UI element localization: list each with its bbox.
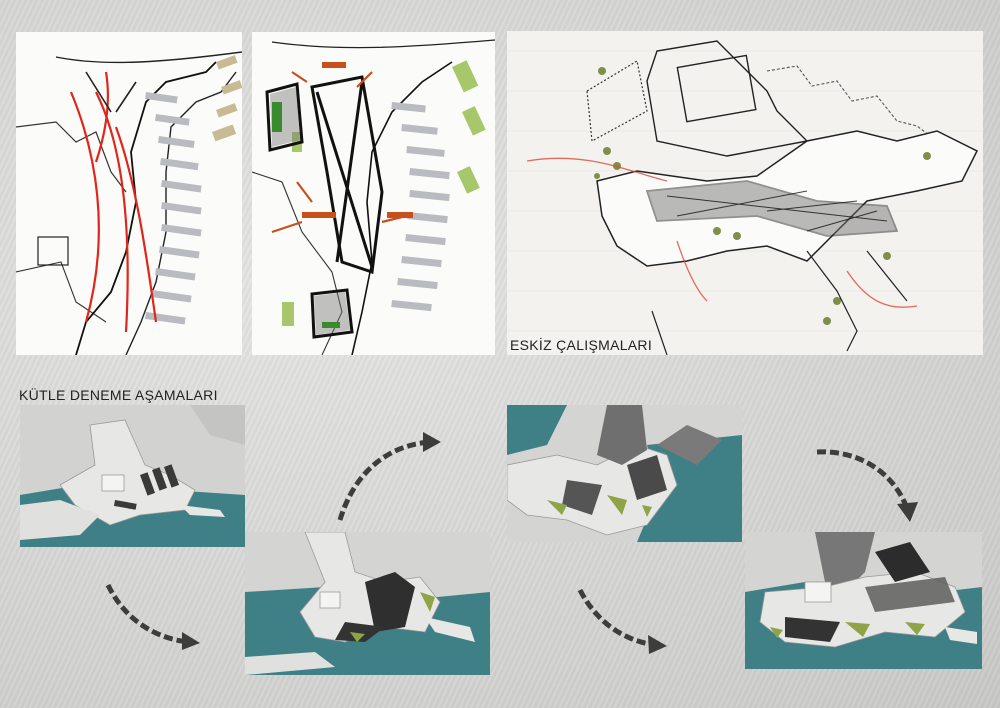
sketch-siteplan-drawing <box>507 31 983 355</box>
sketch-siteplan-panel <box>507 31 983 355</box>
curved-arrow-3 <box>816 449 918 522</box>
sketch-circulation-panel <box>16 32 242 355</box>
mass-render-4-image <box>745 532 982 669</box>
curved-arrow-2 <box>105 583 200 650</box>
mass-trial-render-4 <box>745 532 982 669</box>
mass-render-2-image <box>245 532 490 675</box>
sketch-program-drawing <box>252 32 495 355</box>
mass-render-1-image <box>20 405 245 547</box>
mass-trial-render-1 <box>20 405 245 547</box>
mass-trials-caption: KÜTLE DENEME AŞAMALARI <box>19 387 218 403</box>
mass-trial-render-3 <box>507 405 742 542</box>
sketch-program-panel <box>252 32 495 355</box>
mass-render-3-image <box>507 405 742 542</box>
curved-arrow-4 <box>577 588 667 654</box>
sketch-studies-caption: ESKİZ ÇALIŞMALARI <box>510 337 653 353</box>
sketch-circulation-drawing <box>16 32 242 355</box>
mass-trial-render-2 <box>245 532 490 675</box>
curved-arrow-1 <box>337 432 441 521</box>
